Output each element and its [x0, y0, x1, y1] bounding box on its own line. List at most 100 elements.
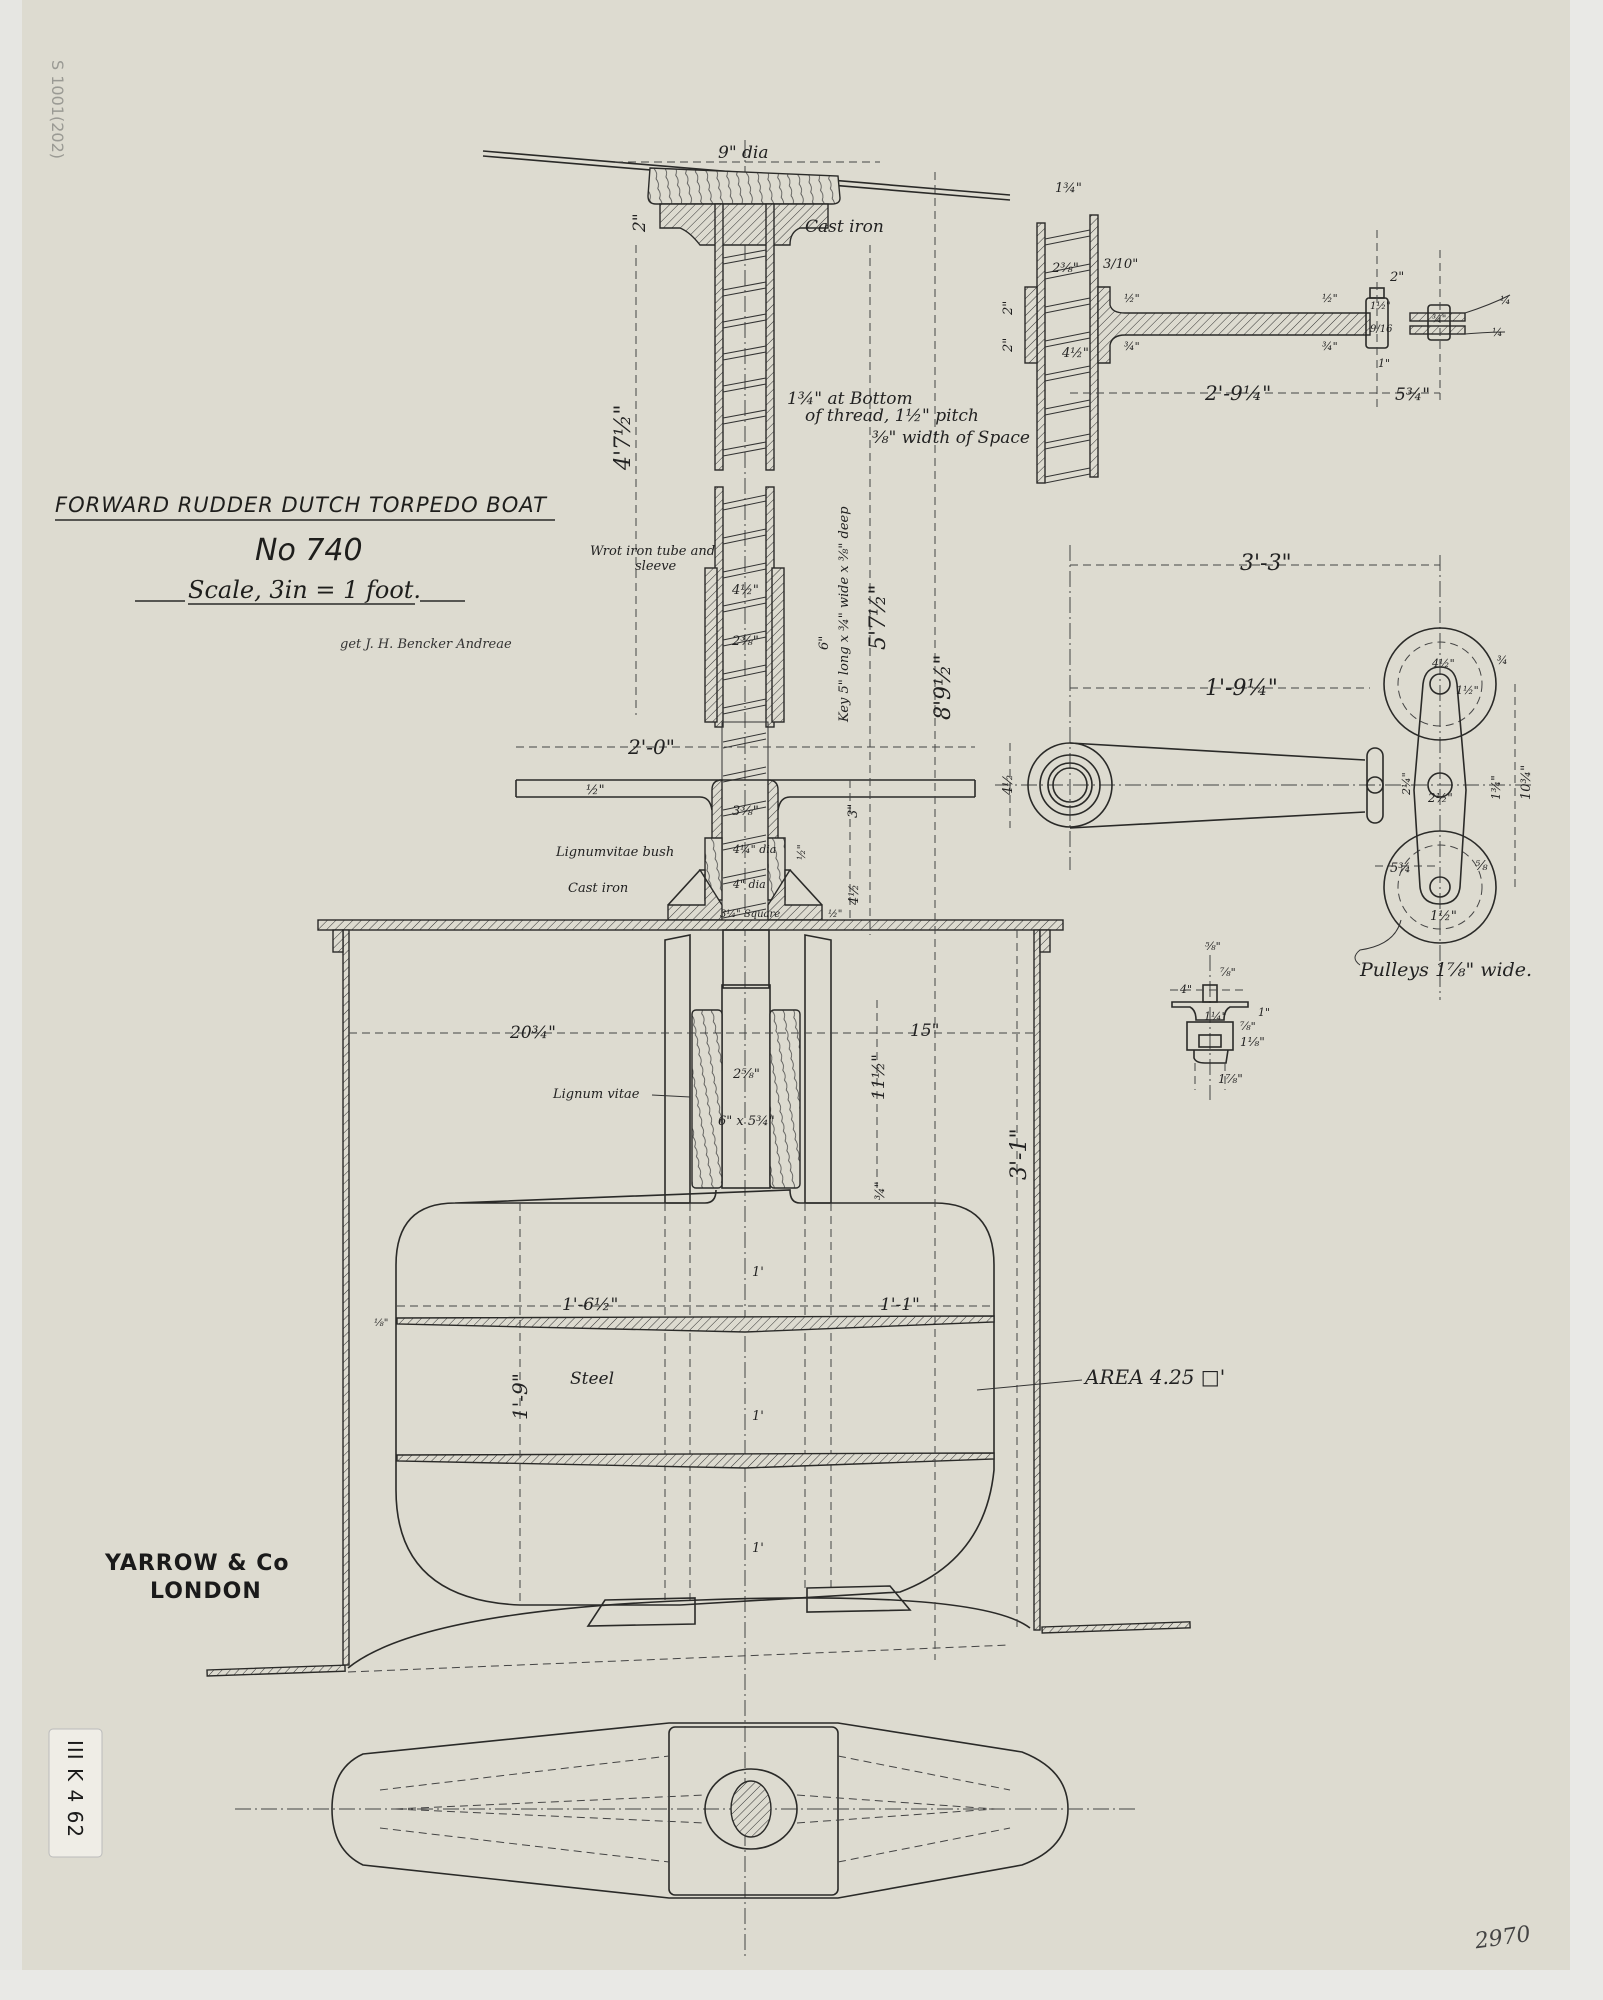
dimension-label: 1½" [1430, 909, 1457, 924]
dimension-label: 1½" [1370, 301, 1391, 312]
thread-stroke [722, 698, 767, 715]
dimension-label: ½" [828, 909, 842, 920]
dimension-label: 4½ [847, 884, 862, 906]
signature: get J. H. Bencker Andreae [340, 637, 512, 652]
dimension-label: 4½ [1001, 774, 1016, 796]
section-annotations: 9" dia 2" Cast iron 1¾" at Bottom of thr… [374, 143, 1225, 1556]
area-note: AREA 4.25 □' [1083, 1365, 1225, 1389]
dimension-label: 3'-1" [1007, 1128, 1032, 1180]
dimension-label: ½" [795, 844, 808, 860]
dimension-label: 1'-9" [508, 1373, 532, 1420]
cast-iron-collar [659, 203, 829, 246]
thread-stroke [722, 834, 767, 851]
pulley-note: Pulleys 1⅞" wide. [1359, 959, 1532, 981]
rudder-section [206, 140, 1191, 1960]
thread-stroke [722, 409, 767, 425]
thread-stroke [722, 377, 767, 393]
dimension-label: 5¾ [1390, 861, 1411, 876]
paper-edge-left [0, 0, 22, 2000]
dimension-label: 1¾" [1055, 181, 1082, 196]
dimension-label: 1'-6½" [562, 1295, 618, 1315]
dimension-label: 1" [1258, 1006, 1270, 1019]
title-block: FORWARD RUDDER DUTCH TORPEDO BOAT No 740… [55, 493, 555, 652]
dimension-label: ¾" [873, 1181, 888, 1200]
material-note: Cast iron [568, 881, 628, 896]
dimension-label: 4" dia [732, 878, 766, 891]
bracket-detail: ⅝" ⅞" 4" 1¼" 1" ⅞" 1⅛" 1⅞" [1170, 940, 1270, 1100]
thread-stroke [722, 313, 767, 329]
dimension-label: 1½" [1456, 684, 1479, 697]
sleeve [704, 567, 718, 723]
dimension-label: ⅝ [1475, 859, 1488, 874]
thread-stroke [722, 596, 767, 613]
thread-stroke [722, 902, 767, 919]
dimension-label: 8'9½" [931, 655, 956, 720]
hull-plate-left [206, 1664, 346, 1677]
dimension-label: ¼ [1500, 294, 1511, 307]
dimension-label: 2" [1389, 270, 1404, 285]
dimension-label: 1¼" [1204, 1010, 1227, 1023]
dimension-label: ¾" [1124, 340, 1140, 353]
stiffener-upper [396, 1315, 995, 1333]
dimension-label: 1' [752, 1265, 764, 1280]
dimension-label: ¾ [1497, 654, 1508, 667]
sheet-number: 2970 [1472, 1922, 1532, 1955]
screw-thread [1044, 229, 1091, 484]
dimension-label: 3/10" [1103, 257, 1138, 272]
dimension-label: ¾" [1432, 314, 1446, 325]
material-note: Lignum vitae [552, 1087, 640, 1102]
material-note: Lignumvitae bush [555, 845, 674, 860]
thread-stroke [1044, 297, 1091, 314]
thread-note: of thread, 1½" pitch [805, 406, 979, 426]
drawing-title: FORWARD RUDDER DUTCH TORPEDO BOAT [55, 493, 548, 517]
dimension-label: 6" x 5¾" [718, 1114, 775, 1129]
thread-stroke [1044, 467, 1091, 484]
dimension-label: 11½" [869, 1054, 889, 1100]
thread-stroke [722, 664, 767, 681]
trunk-side-right [1033, 929, 1041, 1631]
dimension-label: 2⅜" [1051, 261, 1079, 276]
dimension-label: ⅞" [1220, 966, 1236, 979]
dimension-label: 9" dia [718, 143, 769, 163]
thread-stroke [722, 345, 767, 361]
thread-stroke [1044, 263, 1091, 280]
archive-label-text: III K 4 62 [63, 1740, 87, 1838]
pulley-lever-detail: 3'-3" 1'-9¼" 4½ 4½" ¾ 1½" 2¼" 2½" 1¾" 10… [995, 545, 1535, 1000]
dimension-label: 1¾" [1489, 775, 1503, 800]
thread-stroke [722, 281, 767, 297]
maker-name: YARROW & Co [104, 1551, 289, 1576]
hull-plate-right [1041, 1621, 1191, 1634]
thread-stroke [1044, 365, 1091, 382]
tiller-arm-detail: 1¾" 2⅜" 3/10" 2" 2" 4½" ½" ¾" ½" ¾" 2" 1… [1001, 181, 1511, 484]
dimension-label: ⅛" [374, 1318, 388, 1329]
dimension-label: 1⅛" [1240, 1035, 1265, 1049]
thread-stroke [1044, 331, 1091, 348]
dimension-label: ½" [1322, 292, 1338, 305]
dimension-label: 2" [1001, 338, 1016, 353]
dimension-label: 9/16 [1370, 324, 1393, 335]
dimension-label: 2'-0" [627, 735, 675, 759]
dimension-label: 2" [630, 213, 650, 233]
dimension-label: ⅝" [1205, 940, 1221, 953]
dimension-label: 3⅜" [732, 804, 759, 819]
dimension-label: 2'-9¼" [1204, 381, 1271, 405]
screw-thread [722, 249, 767, 457]
dimension-label: 15" [910, 1021, 939, 1041]
thread-stroke [722, 562, 767, 579]
drawing-number: No 740 [255, 533, 363, 568]
dimension-label: 4½" [1061, 346, 1089, 361]
thread-stroke [1044, 399, 1091, 416]
rudder-plan-view [235, 1722, 1135, 1899]
maker-stamp: YARROW & Co LONDON [104, 1551, 289, 1604]
dimension-label: 1' [752, 1541, 764, 1556]
dimension-label: ¼ [1492, 326, 1503, 339]
dimension-label: 4'7½" [611, 405, 636, 471]
dimension-label: 1' [752, 1409, 764, 1424]
thread-stroke [722, 800, 767, 817]
trunk-side-left [342, 929, 350, 1666]
dimension-label: 3" [846, 804, 861, 818]
dimension-label: 4½" [1431, 657, 1455, 670]
dimension-label: 1⅞" [1218, 1072, 1243, 1086]
deck-plate [317, 919, 1064, 931]
dimension-label: 3'-3" [1240, 551, 1292, 576]
